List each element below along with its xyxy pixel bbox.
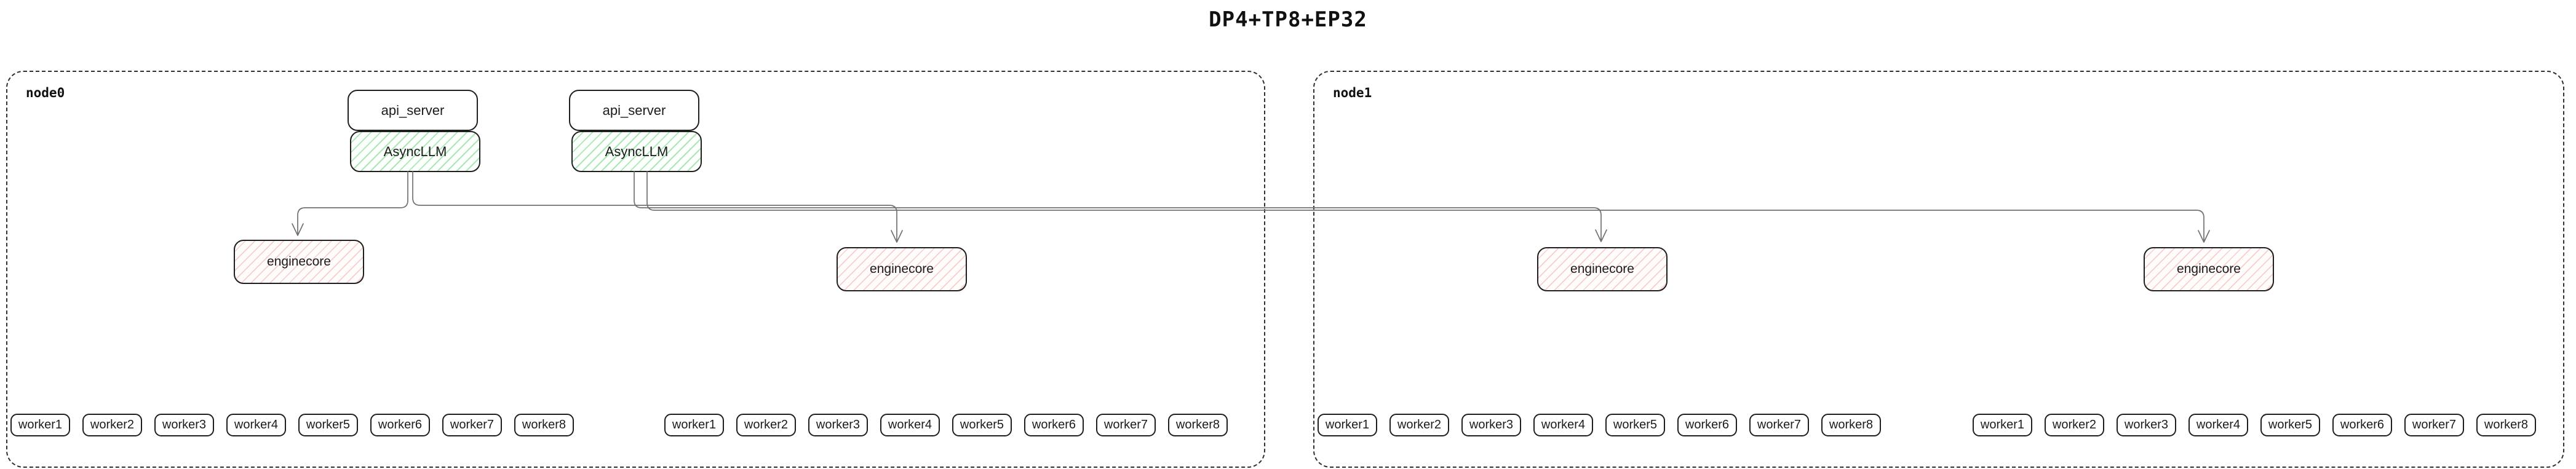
worker-group-node1-2: worker1 worker2 worker3 worker4 worker5 … — [1973, 414, 2536, 436]
enginecore-label: enginecore — [870, 262, 934, 276]
worker-box: worker1 — [10, 414, 70, 436]
diagram-title: DP4+TP8+EP32 — [1209, 7, 1367, 32]
api-server-label: api_server — [602, 102, 666, 118]
worker-box: worker6 — [1024, 414, 1084, 436]
worker-box: worker8 — [514, 414, 574, 436]
worker-box: worker3 — [2117, 414, 2176, 436]
asyncllm-box-1: AsyncLLM — [350, 131, 480, 172]
worker-box: worker2 — [82, 414, 142, 436]
asyncllm-label: AsyncLLM — [605, 143, 669, 159]
worker-box: worker3 — [154, 414, 214, 436]
node0-container: node0 api_server AsyncLLM api_server Asy… — [6, 71, 1265, 468]
enginecore-box-node1-1: enginecore — [1537, 247, 1668, 291]
worker-box: worker7 — [1749, 414, 1809, 436]
worker-box: worker6 — [370, 414, 430, 436]
node1-label: node1 — [1333, 85, 1372, 100]
worker-box: worker2 — [1389, 414, 1449, 436]
asyncllm-label: AsyncLLM — [383, 143, 447, 159]
enginecore-box-node1-2: enginecore — [2144, 247, 2274, 291]
node0-label: node0 — [26, 85, 65, 100]
enginecore-label: enginecore — [2177, 262, 2241, 276]
worker-box: worker2 — [2045, 414, 2104, 436]
node1-container: node1 enginecore enginecore worker1 work… — [1313, 71, 2564, 468]
worker-box: worker1 — [1973, 414, 2032, 436]
worker-box: worker1 — [664, 414, 724, 436]
worker-box: worker3 — [1461, 414, 1521, 436]
worker-box: worker5 — [298, 414, 358, 436]
enginecore-label: enginecore — [1570, 262, 1634, 276]
worker-box: worker8 — [1821, 414, 1881, 436]
worker-box: worker7 — [442, 414, 502, 436]
asyncllm-box-2: AsyncLLM — [571, 131, 702, 172]
worker-group-node1-1: worker1 worker2 worker3 worker4 worker5 … — [1318, 414, 1881, 436]
worker-box: worker6 — [1677, 414, 1737, 436]
api-server-box-1: api_server — [348, 90, 478, 131]
worker-box: worker1 — [1318, 414, 1377, 436]
worker-box: worker4 — [1533, 414, 1593, 436]
worker-box: worker2 — [736, 414, 796, 436]
worker-box: worker8 — [2476, 414, 2536, 436]
worker-box: worker5 — [2260, 414, 2320, 436]
enginecore-box-node0-1: enginecore — [234, 240, 364, 284]
worker-box: worker4 — [226, 414, 286, 436]
worker-box: worker4 — [2188, 414, 2248, 436]
api-server-label: api_server — [381, 102, 445, 118]
api-server-box-2: api_server — [569, 90, 699, 131]
worker-group-node0-2: worker1 worker2 worker3 worker4 worker5 … — [664, 414, 1228, 436]
worker-box: worker7 — [1096, 414, 1156, 436]
worker-box: worker5 — [952, 414, 1012, 436]
worker-group-node0-1: worker1 worker2 worker3 worker4 worker5 … — [10, 414, 574, 436]
worker-box: worker3 — [808, 414, 868, 436]
worker-box: worker7 — [2404, 414, 2464, 436]
worker-box: worker4 — [880, 414, 940, 436]
worker-box: worker5 — [1605, 414, 1665, 436]
worker-box: worker6 — [2332, 414, 2392, 436]
enginecore-box-node0-2: enginecore — [837, 247, 967, 291]
enginecore-label: enginecore — [267, 254, 331, 269]
worker-box: worker8 — [1168, 414, 1228, 436]
